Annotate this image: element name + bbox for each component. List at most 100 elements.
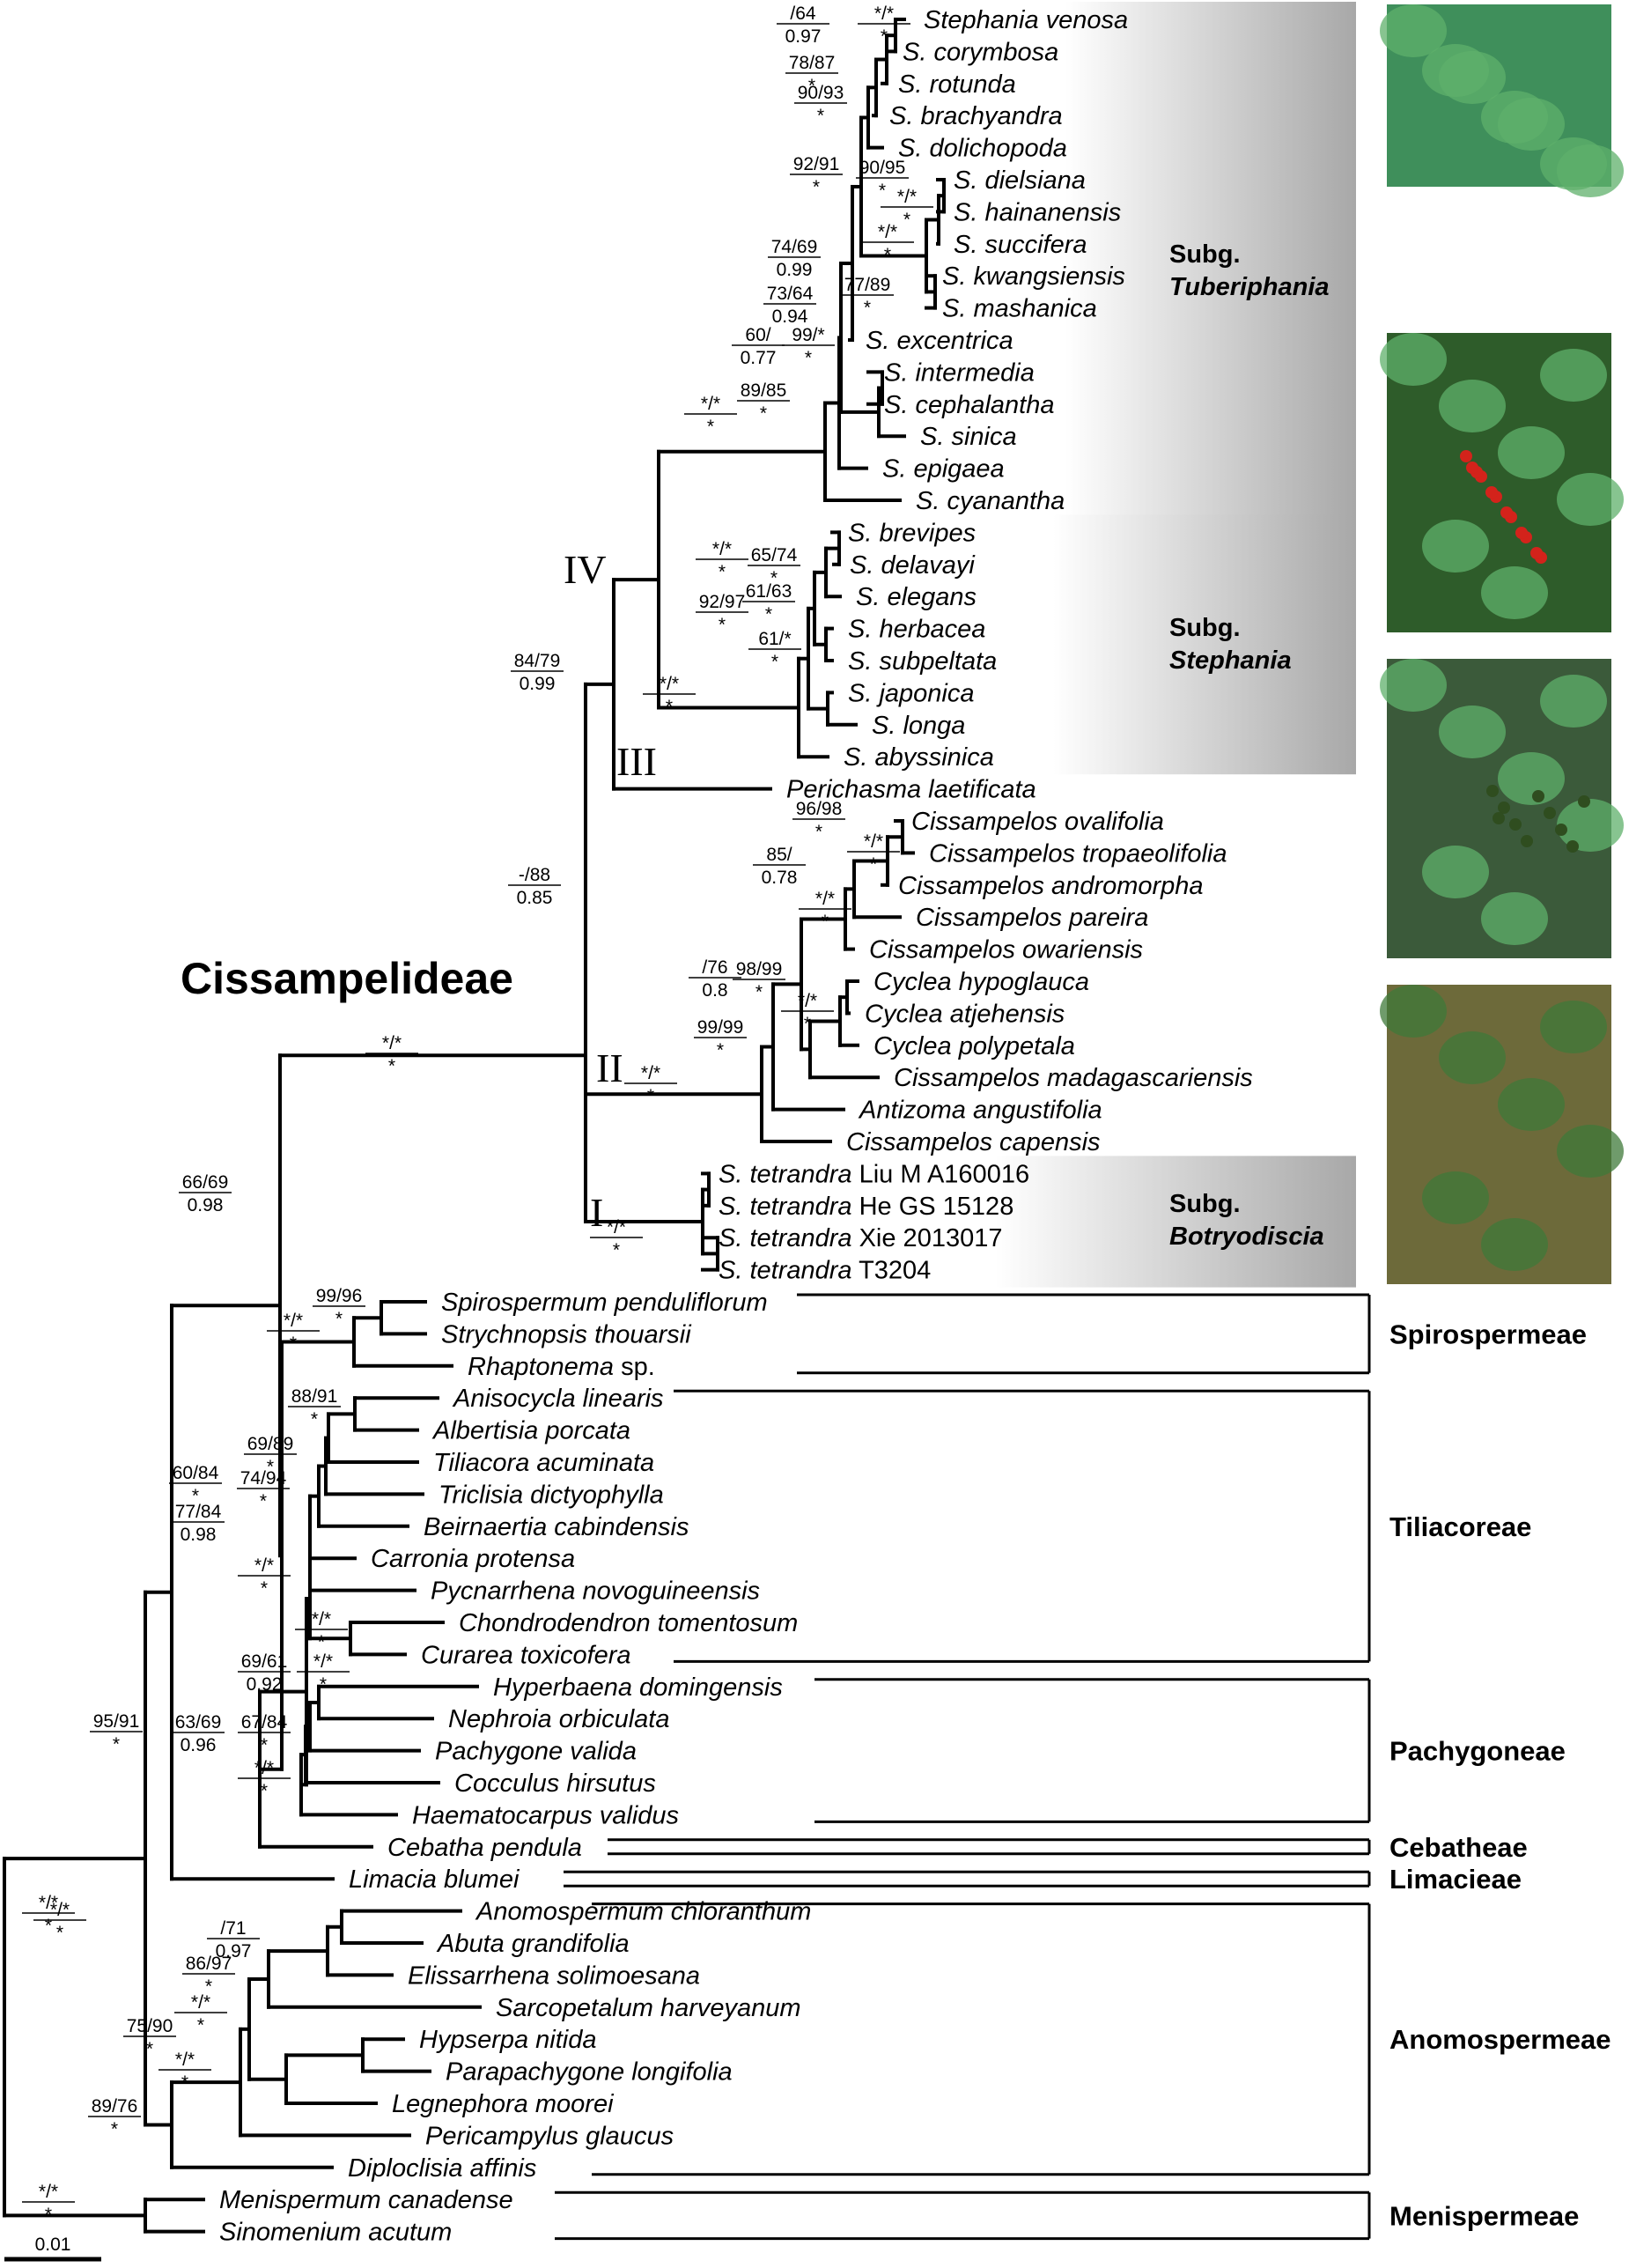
support-bottom: *	[813, 177, 820, 197]
berry-shape	[1460, 450, 1472, 462]
berry-shape	[1466, 462, 1478, 474]
taxon-label: S. cephalantha	[884, 391, 1054, 419]
support-bottom: *	[647, 1086, 654, 1106]
tribe-headline: Cissampelideae	[181, 954, 513, 1003]
support-top: 98/99	[736, 959, 783, 979]
support-value: 69/89*	[244, 1434, 297, 1477]
leaf-shape	[1540, 675, 1607, 728]
support-top: 69/89	[247, 1434, 294, 1454]
taxon-name: Sarcopetalum harveyanum	[496, 1994, 801, 2022]
support-value: 61/63*	[742, 581, 795, 624]
leaf-shape	[1540, 137, 1607, 190]
taxon-name: Legnephora moorei	[392, 2090, 615, 2118]
taxon-name: Chondrodendron tomentosum	[459, 1609, 798, 1637]
clade-numeral: I	[590, 1190, 603, 1235]
support-bottom: *	[770, 568, 778, 588]
support-top: 89/76	[92, 2096, 138, 2117]
support-bottom: 0.97	[785, 26, 822, 47]
support-bottom: 0.94	[772, 307, 808, 327]
tribe-label: Limacieae	[1389, 1864, 1522, 1895]
tribe-label: Anomospermeae	[1389, 2024, 1611, 2055]
support-value: */**	[365, 1033, 418, 1076]
support-bottom: *	[881, 26, 888, 47]
taxon-name: Diploclisia affinis	[348, 2154, 536, 2183]
taxon-name: S. kwangsiensis	[942, 262, 1125, 291]
taxon-label: Cissampelos ovalifolia	[911, 808, 1164, 836]
annotations: CissampelideaeIIIIIIIVSubg.TuberiphaniaS…	[4, 240, 1330, 2262]
taxon-name: S. dielsiana	[954, 166, 1086, 195]
clade-numeral: III	[616, 739, 657, 784]
support-top: -/88	[519, 865, 550, 885]
leaf-photo	[1380, 4, 1624, 197]
taxon-label: S. dielsiana	[954, 166, 1086, 195]
support-top: */*	[313, 1651, 333, 1672]
berry-shape	[1530, 547, 1543, 559]
support-top: /76	[702, 957, 727, 978]
support-top: 69/61	[241, 1651, 288, 1672]
taxon-label: Cissampelos owariensis	[869, 936, 1143, 964]
support-bottom: 0.92	[247, 1674, 283, 1695]
support-value: */**	[33, 1900, 86, 1943]
taxon-name: Limacia blumei	[349, 1865, 520, 1894]
taxon-name: Tiliacora acuminata	[433, 1449, 654, 1477]
support-bottom: 0.99	[520, 674, 556, 694]
fruit-shape	[1509, 818, 1522, 831]
taxon-name: S. tetrandra	[719, 1257, 852, 1285]
taxon-name: S. cephalantha	[884, 391, 1054, 419]
leaf-shape	[1557, 473, 1624, 526]
support-top: */*	[701, 394, 720, 414]
taxon-name: Elissarrhena solimoesana	[408, 1961, 700, 1990]
taxon-label: S. intermedia	[884, 358, 1035, 387]
support-bottom: *	[804, 1014, 811, 1034]
taxon-label: S. corymbosa	[903, 38, 1058, 66]
taxon-name: S. succifera	[954, 231, 1087, 259]
support-top: 73/64	[767, 284, 814, 304]
support-bottom: *	[261, 1578, 268, 1599]
subgenus-name: Tuberiphania	[1169, 273, 1330, 301]
support-bottom: *	[335, 1309, 343, 1329]
support-bottom: *	[879, 181, 886, 201]
leaf-shape	[1422, 1171, 1489, 1224]
taxon-name: S. brevipes	[848, 519, 976, 547]
support-value: 75/90*	[123, 2016, 176, 2059]
support-top: */*	[39, 2182, 58, 2202]
support-value: 69/610.92	[238, 1651, 291, 1695]
leaf-shape	[1439, 380, 1506, 432]
taxon-name: Stephania venosa	[924, 6, 1128, 34]
taxon-label: S. subpeltata	[848, 647, 997, 676]
taxon-label: S. brevipes	[848, 519, 976, 547]
taxon-label: S. cyanantha	[916, 487, 1065, 515]
taxon-label: Cissampelos andromorpha	[898, 872, 1204, 900]
support-value: 73/64 0.94	[763, 284, 816, 327]
subgenus-name: Stephania	[1169, 646, 1292, 675]
support-bottom: *	[666, 697, 673, 717]
leaf-shape	[1498, 752, 1565, 805]
taxon-label: Diploclisia affinis	[348, 2154, 536, 2183]
support-top: 74/94	[240, 1468, 287, 1489]
taxon-name: S. delavayi	[850, 551, 976, 580]
support-value: -/880.85	[508, 865, 561, 908]
support-top: */*	[815, 889, 835, 909]
taxon-label: Limacia blumei	[349, 1865, 520, 1894]
taxon-label: S. succifera	[954, 231, 1087, 259]
support-top: */*	[254, 1555, 274, 1576]
support-top: 61/63	[746, 581, 792, 602]
taxon-label: S. longa	[872, 712, 965, 740]
taxon-label: S. kwangsiensis	[942, 262, 1125, 291]
taxon-label: S. tetrandra T3204	[719, 1257, 931, 1285]
fruit-shape	[1532, 790, 1544, 802]
support-top: */*	[284, 1311, 303, 1331]
taxon-name: Pericampylus glaucus	[425, 2122, 674, 2150]
fruit-shape	[1493, 812, 1505, 824]
support-value: */**	[295, 1609, 348, 1652]
support-value: 74/94*	[237, 1468, 290, 1511]
taxon-voucher: T3204	[852, 1257, 932, 1285]
taxon-label: Stephania venosa	[924, 6, 1128, 34]
leaf-shape	[1380, 333, 1447, 386]
support-value: */**	[684, 394, 737, 437]
support-value: 85/0.78	[753, 845, 806, 888]
support-top: 96/98	[796, 799, 843, 819]
support-top: 78/87	[789, 53, 836, 73]
support-value: */**	[238, 1555, 291, 1599]
